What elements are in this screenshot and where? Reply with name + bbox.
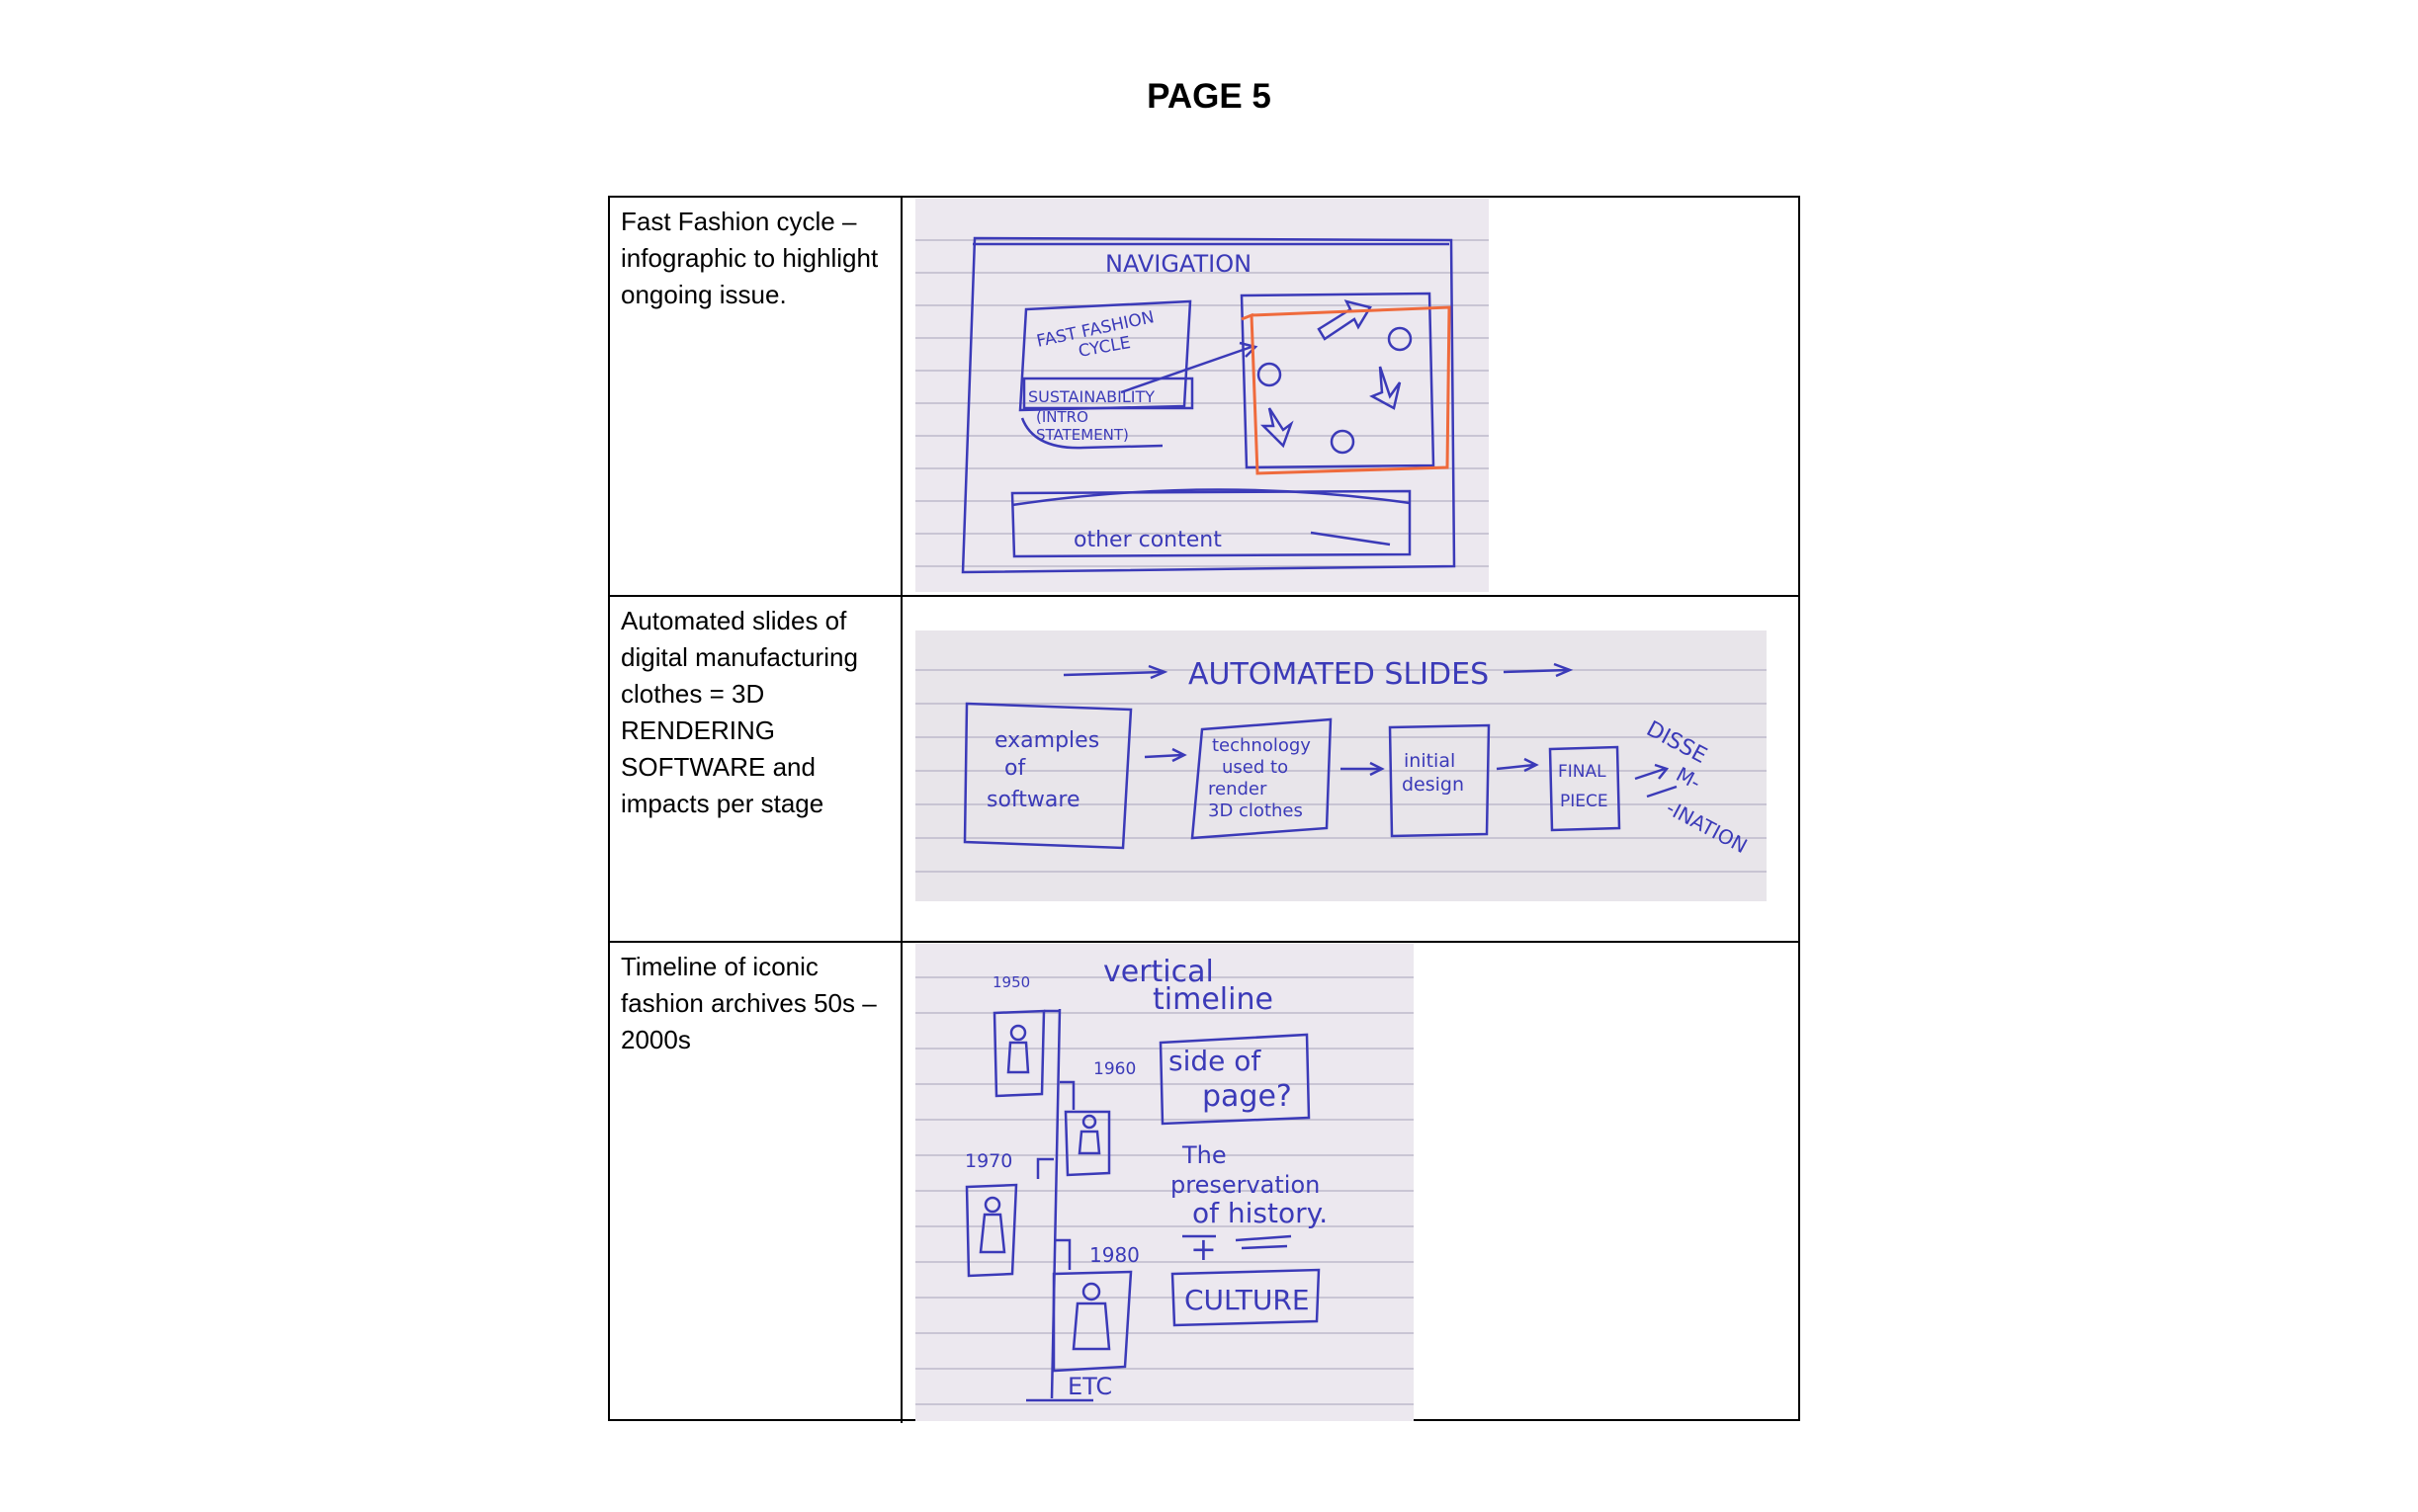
sketch-box3-line1: initial (1404, 750, 1455, 772)
automated-slides-sketch-image: AUTOMATED SLIDES examples of software te… (915, 630, 1767, 901)
sketch-box1-line3: software (987, 788, 1079, 812)
vertical-timeline-sketch-image: vertical timeline 1950 1960 1970 1980 si… (915, 944, 1414, 1421)
sketch-heading-line1: vertical (1103, 955, 1214, 989)
sketch-box4-line2: PIECE (1560, 792, 1608, 811)
sketch-year-1960: 1960 (1093, 1059, 1136, 1079)
table-row: Timeline of iconic fashion archives 50s … (610, 941, 1798, 1423)
sketch-year-1970: 1970 (965, 1150, 1012, 1172)
sketch-label-sustainability: SUSTAINABILITY (1028, 387, 1155, 406)
sketch-box3-line2: design (1402, 774, 1464, 796)
sketch-label-statement: STATEMENT) (1036, 426, 1129, 444)
sketch-year-1980: 1980 (1089, 1243, 1140, 1267)
sketch-cell: AUTOMATED SLIDES examples of software te… (905, 597, 1798, 941)
sketch-plus: + (1190, 1230, 1217, 1268)
sketch-note-line3: of history. (1192, 1197, 1328, 1229)
sketch-etc: ETC (1068, 1373, 1112, 1400)
sketch-box4-line1: FINAL (1558, 762, 1606, 782)
sketch-box1-line2: of (1004, 756, 1026, 781)
storyboard-table: Fast Fashion cycle – infographic to high… (608, 196, 1800, 1423)
sketch-label-navigation: NAVIGATION (1105, 250, 1252, 278)
sketch-box2-line2: used to (1222, 757, 1288, 778)
sketch-label-intro: (INTRO (1036, 408, 1088, 426)
sketch-side-note-line1: side of (1168, 1045, 1261, 1077)
sketch-label-other-content: other content (1074, 528, 1222, 552)
sketch-year-1950: 1950 (993, 973, 1030, 991)
sketch-box1-line1: examples (994, 728, 1099, 753)
page-title: PAGE 5 (1147, 77, 1271, 116)
sketch-box2-line3: render (1208, 779, 1267, 799)
sketch-box2-line1: technology (1212, 735, 1311, 756)
row-description: Fast Fashion cycle – infographic to high… (610, 198, 903, 595)
row-description: Automated slides of digital manufacturin… (610, 597, 903, 941)
row-description: Timeline of iconic fashion archives 50s … (610, 943, 903, 1423)
table-row: Automated slides of digital manufacturin… (610, 595, 1798, 941)
sketch-cell: NAVIGATION FAST FASHION CYCLE SUSTAINABI… (905, 198, 1798, 595)
sketch-cell: vertical timeline 1950 1960 1970 1980 si… (905, 943, 1798, 1423)
sketch-note-line1: The (1181, 1141, 1227, 1169)
sketch-culture: CULTURE (1184, 1284, 1310, 1316)
fast-fashion-sketch-image: NAVIGATION FAST FASHION CYCLE SUSTAINABI… (915, 199, 1489, 592)
sketch-title-automated-slides: AUTOMATED SLIDES (1188, 657, 1489, 692)
sketch-heading-line2: timeline (1153, 982, 1273, 1017)
table-row: Fast Fashion cycle – infographic to high… (610, 198, 1798, 595)
sketch-note-line2: preservation (1170, 1171, 1320, 1199)
sketch-box2-line4: 3D clothes (1208, 800, 1303, 821)
sketch-side-note-line2: page? (1202, 1079, 1292, 1114)
